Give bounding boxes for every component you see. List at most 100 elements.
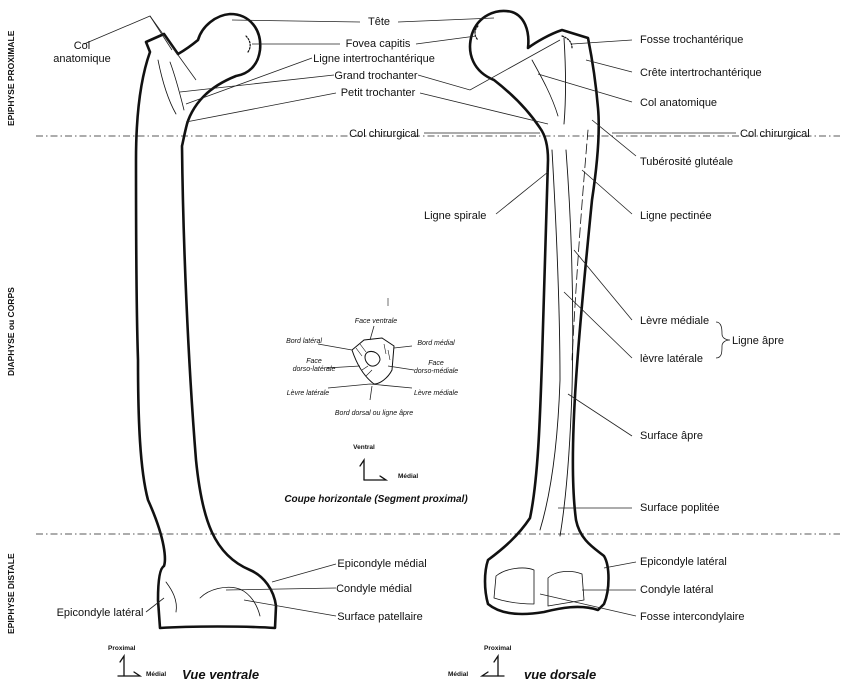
- ligne-apre-brace: [715, 321, 731, 359]
- leader-tete-left: [231, 19, 361, 23]
- section-face-dm-2: dorso-médiale: [413, 368, 459, 375]
- label-epicondyle-medial: Epicondyle médial: [337, 558, 427, 570]
- label-petit-trochanter: Petit trochanter: [340, 87, 416, 99]
- section-bord-dorsal: Bord dorsal ou ligne âpre: [334, 410, 414, 417]
- label-col-chirurgical-right: Col chirurgical: [740, 128, 810, 140]
- section-face-dm-1: Face: [428, 360, 444, 367]
- view-left-proximal: Proximal: [108, 645, 136, 652]
- leader-epi-lat-left: [145, 597, 165, 613]
- label-levre-mediale: Lèvre médiale: [640, 315, 710, 327]
- leader-section-bord-med: [393, 345, 413, 349]
- leader-tuberosite: [591, 119, 637, 157]
- leader-crete-inter: [585, 59, 633, 73]
- leader-col-anatomique-left: [83, 15, 197, 81]
- label-ligne-intertrochanterique: Ligne intertrochantérique: [313, 53, 435, 65]
- region-proximal: EPIPHYSE PROXIMALE: [6, 30, 16, 126]
- label-surface-patellaire: Surface patellaire: [337, 611, 423, 623]
- leader-grand-troch-right: [417, 39, 561, 91]
- section-levre-laterale: Lèvre latérale: [286, 390, 330, 397]
- leader-levre-laterale: [563, 291, 633, 359]
- section-medial: Médial: [398, 473, 419, 480]
- leader-col-anatomique-left-2: [149, 15, 173, 51]
- leader-section-face-dm: [387, 365, 415, 371]
- leader-col-anat-right: [537, 73, 633, 103]
- leader-fosse-intercond: [539, 593, 637, 617]
- label-col-anatomique-left-2: anatomique: [53, 53, 111, 65]
- femur-ventral: [134, 12, 278, 630]
- label-col-chirurgical-left: Col chirurgical: [349, 128, 419, 140]
- leader-petit-troch-left: [185, 92, 337, 123]
- section-bord-lateral: Bord latéral: [286, 338, 322, 345]
- femur-dorsal: [468, 9, 610, 616]
- femur-ventral-condyle: [199, 586, 261, 617]
- femur-ventral-outline: [134, 12, 278, 630]
- view-left-title: Vue ventrale: [182, 667, 260, 682]
- arrow-medial-left: [117, 671, 143, 677]
- leader-section-face-dl: [325, 365, 361, 369]
- view-right-medial: Médial: [448, 671, 469, 678]
- fossa-trochanterique-dots: [561, 35, 573, 49]
- leader-section-bord-lat: [317, 343, 353, 351]
- view-left-medial: Médial: [146, 671, 167, 678]
- section-caption: Coupe horizontale (Segment proximal): [284, 494, 468, 505]
- cross-section: [351, 298, 395, 385]
- label-crete-intertrochanterique: Crête intertrochantérique: [640, 67, 762, 79]
- leader-grand-troch-left: [179, 74, 335, 93]
- leader-fovea-right: [415, 35, 477, 45]
- label-fosse-intercondylaire: Fosse intercondylaire: [640, 611, 745, 623]
- arrow-ventral-center: [359, 457, 365, 481]
- view-right-title: vue dorsale: [524, 667, 597, 682]
- leader-section-levres: [327, 383, 413, 389]
- label-col-anatomique-right: Col anatomique: [640, 97, 718, 109]
- label-col-anatomique-left-1: Col: [73, 40, 91, 52]
- femur-dorsal-outline: [468, 9, 610, 616]
- leader-ligne-inter-left: [185, 57, 313, 105]
- view-right-proximal: Proximal: [484, 645, 512, 652]
- label-fosse-trochanterique: Fosse trochantérique: [640, 34, 744, 46]
- label-tete: Tête: [367, 16, 391, 28]
- arrow-medial-right: [479, 671, 505, 677]
- section-levre-mediale: Lèvre médiale: [414, 390, 458, 397]
- leader-ligne-spirale: [495, 171, 549, 215]
- arrow-medial-center: [363, 475, 389, 481]
- leader-lines: [83, 15, 736, 617]
- label-epicondyle-lateral-right: Epicondyle latéral: [640, 556, 727, 568]
- label-tuberosite-glutéale: Tubérosité glutéale: [640, 156, 734, 168]
- leader-condyle-medial-left: [225, 587, 337, 591]
- leader-tete-right: [397, 17, 495, 23]
- leader-epi-lat-right: [603, 561, 637, 569]
- linea-aspera-lateral: [539, 149, 561, 531]
- leader-surface-pat-left: [243, 599, 337, 617]
- leader-petit-troch-right: [419, 92, 549, 125]
- label-grand-trochanter: Grand trochanter: [334, 70, 418, 82]
- cross-section-outline: [351, 337, 395, 385]
- cross-section-hatch: [355, 343, 391, 377]
- femur-dorsal-condyle-lateral: [547, 570, 585, 607]
- fovea-dorsal: [474, 25, 479, 41]
- region-diaphysis: DIAPHYSE ou CORPS: [6, 287, 16, 376]
- orientation-arrows: [117, 457, 505, 677]
- label-ligne-spirale: Ligne spirale: [424, 210, 487, 222]
- femur-ventral-neck-line: [169, 61, 185, 111]
- label-condyle-lateral: Condyle latéral: [640, 584, 714, 596]
- leader-epi-medial-left: [271, 563, 337, 583]
- label-fovea-capitis: Fovea capitis: [345, 38, 411, 50]
- section-ventral: Ventral: [353, 444, 375, 451]
- leader-section-bord-dorsal: [369, 385, 373, 401]
- leader-fosse-troch: [571, 39, 633, 45]
- leader-ligne-pectinee: [581, 169, 633, 215]
- cross-section-canal: [364, 351, 381, 367]
- femur-ventral-intertrochanteric: [157, 59, 177, 115]
- section-bord-medial: Bord médial: [417, 340, 455, 347]
- arrow-proximal-left: [119, 653, 125, 677]
- femur-dorsal-crest: [563, 37, 566, 125]
- label-levre-laterale: lèvre latérale: [640, 353, 703, 365]
- section-face-dl-2: dorso-latérale: [292, 366, 336, 373]
- leader-surface-apre: [567, 393, 633, 437]
- linea-aspera-medial: [559, 149, 574, 537]
- label-ligne-pectinee: Ligne pectinée: [640, 210, 712, 222]
- section-face-ventrale: Face ventrale: [354, 318, 398, 325]
- leader-levre-mediale: [573, 249, 633, 321]
